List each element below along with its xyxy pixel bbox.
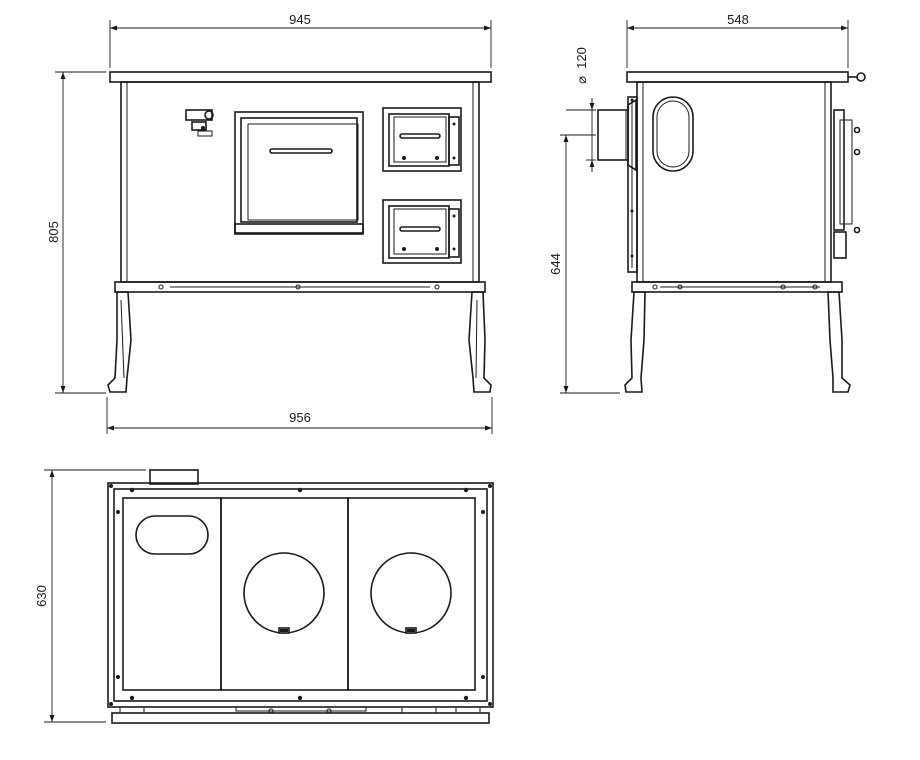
lid-handle-icon [856, 72, 866, 82]
top-front-rail [111, 712, 490, 724]
side-top-plate [626, 71, 849, 83]
oven-door-handle [269, 148, 333, 154]
dim-front-width-bottom: 956 [106, 397, 493, 434]
dim-diameter-symbol: ⌀ [574, 76, 589, 84]
hob-ring-middle [243, 552, 325, 634]
front-right-leg [468, 291, 492, 393]
flue-pipe [597, 98, 637, 172]
hob-cleaning-slot [135, 515, 209, 555]
air-regulator-icon [185, 109, 214, 137]
side-base-rail [631, 281, 843, 293]
front-base-rail [114, 281, 486, 293]
dim-548-label: 548 [727, 12, 749, 27]
hob-ring-right [370, 552, 452, 634]
dim-630-label: 630 [34, 585, 49, 607]
dim-805-label: 805 [46, 221, 61, 243]
dim-flue-height: 644 [548, 134, 620, 394]
dim-644-label: 644 [548, 253, 563, 275]
side-right-leg [827, 291, 851, 393]
dim-120-label: 120 [574, 47, 589, 69]
front-left-leg [107, 291, 132, 393]
lower-ash-door [382, 199, 462, 264]
dim-945-label: 945 [289, 12, 311, 27]
side-left-leg [624, 291, 646, 393]
oven-door [234, 111, 364, 235]
hob-right-section [347, 497, 476, 691]
top-view [107, 469, 494, 724]
dim-front-height: 805 [46, 71, 106, 394]
dim-side-depth: 548 [626, 12, 849, 68]
side-view [597, 71, 866, 393]
dim-956-label: 956 [289, 410, 311, 425]
side-body [636, 81, 832, 283]
side-door-profile [833, 109, 861, 259]
top-flue-stub [149, 469, 199, 485]
dim-front-width-top: 945 [109, 12, 492, 68]
upper-fire-door [382, 107, 462, 172]
front-top-plate [109, 71, 492, 83]
side-inspection-window [652, 96, 694, 172]
dim-flue-diameter: ⌀ 120 [566, 47, 596, 172]
hob-middle-section [220, 497, 349, 691]
front-view [107, 71, 492, 393]
dim-top-depth: 630 [34, 469, 146, 723]
